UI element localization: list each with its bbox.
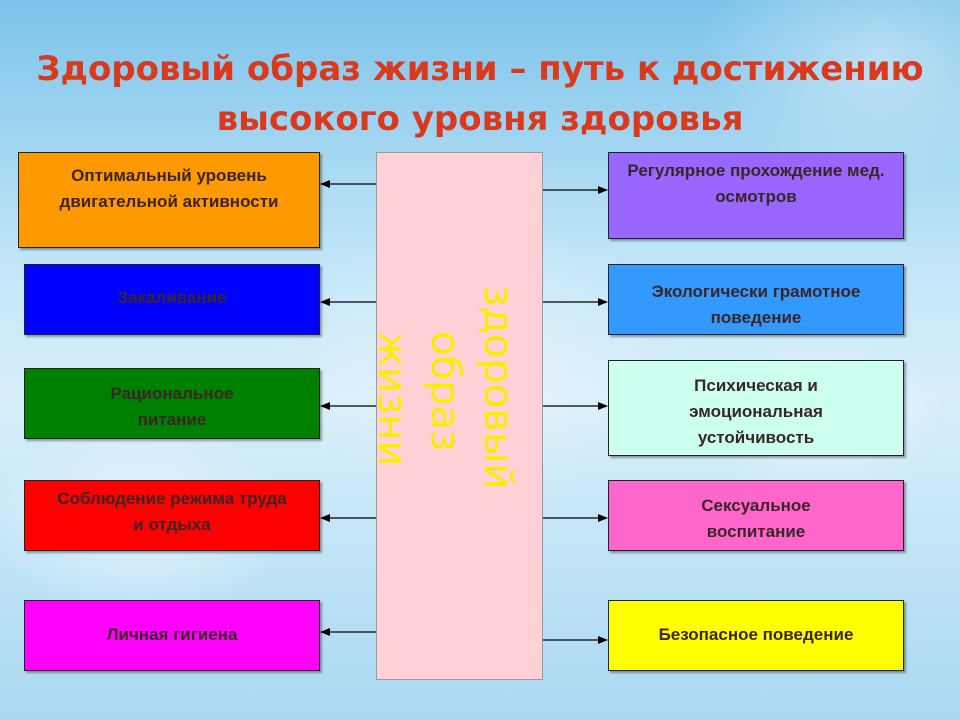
- box-nutrition-label: Рациональное питание: [110, 384, 234, 429]
- title-line-2: высокого уровня здоровья: [216, 99, 744, 139]
- box-regime-label: Соблюдение режима труда и отдыха: [57, 489, 287, 534]
- box-safety-label: Безопасное поведение: [658, 625, 854, 644]
- box-psychic: Психическая и эмоциональная устойчивость: [608, 360, 904, 456]
- box-regime: Соблюдение режима труда и отдыха: [24, 480, 320, 551]
- box-hardening: Закаливание: [24, 264, 320, 335]
- box-safety: Безопасное поведение: [608, 600, 904, 671]
- slide-title: Здоровый образ жизни – путь к достижению…: [0, 44, 960, 144]
- box-hygiene: Личная гигиена: [24, 600, 320, 671]
- box-activity-label: Оптимальный уровень двигательной активно…: [59, 166, 279, 211]
- box-medical: Регулярное прохождение мед. осмотров: [608, 152, 904, 239]
- box-sex-education-label: Сексуальное воспитание: [701, 496, 811, 541]
- box-ecology-label: Экологически грамотное поведение: [651, 282, 861, 327]
- box-sex-education: Сексуальное воспитание: [608, 480, 904, 551]
- box-nutrition: Рациональное питание: [24, 368, 320, 439]
- central-box: здоровый образ жизни: [369, 152, 543, 680]
- box-medical-label: Регулярное прохождение мед. осмотров: [627, 161, 885, 206]
- box-psychic-label: Психическая и эмоциональная устойчивость: [689, 376, 823, 447]
- box-hygiene-label: Личная гигиена: [106, 625, 238, 644]
- box-ecology: Экологически грамотное поведение: [608, 264, 904, 335]
- box-activity: Оптимальный уровень двигательной активно…: [18, 152, 320, 248]
- title-line-1: Здоровый образ жизни – путь к достижению: [36, 49, 924, 89]
- box-hardening-label: Закаливание: [117, 288, 227, 307]
